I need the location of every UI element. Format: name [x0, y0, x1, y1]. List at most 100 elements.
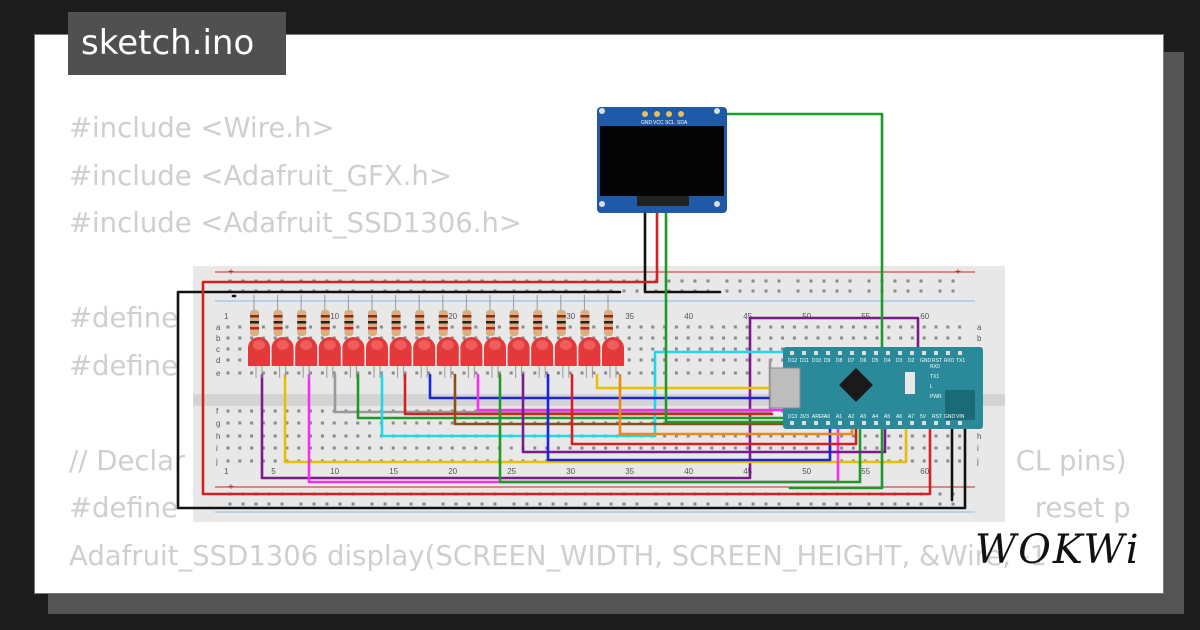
breadboard-hole	[781, 347, 785, 351]
breadboard-hole	[946, 336, 950, 340]
breadboard-hole	[226, 347, 230, 351]
breadboard-hole	[261, 434, 265, 438]
column-number: 10	[330, 312, 339, 321]
led-highlight	[512, 340, 525, 350]
breadboard-hole	[840, 434, 844, 438]
led-with-resistor	[342, 295, 365, 378]
resistor-band	[486, 315, 495, 318]
pin-hole	[838, 351, 842, 355]
breadboard-hole	[757, 336, 761, 340]
breadboard-hole	[415, 371, 419, 375]
row-label: a	[977, 323, 982, 332]
code-line: Adafruit_SSD1306 display(SCREEN_WIDTH, S…	[69, 539, 1048, 572]
breadboard-hole	[285, 409, 289, 413]
column-number: 25	[507, 467, 516, 476]
oled-pin	[678, 111, 684, 117]
breadboard-hole	[427, 325, 431, 329]
pin-hole	[862, 351, 866, 355]
breadboard-hole	[698, 336, 702, 340]
resistor-band	[462, 327, 472, 330]
breadboard-hole	[899, 434, 903, 438]
resistor-band	[344, 327, 354, 330]
code-line: #define	[69, 349, 179, 382]
breadboard-hole	[722, 446, 726, 450]
breadboard-hole	[686, 347, 690, 351]
rail-hole	[338, 502, 342, 506]
breadboard-hole	[250, 459, 254, 463]
pin-label: D12	[788, 358, 797, 364]
pin-hole	[826, 351, 830, 355]
breadboard-hole	[462, 371, 466, 375]
wire	[546, 373, 832, 462]
column-number: 55	[861, 467, 870, 476]
row-label: g	[216, 419, 220, 428]
breadboard-hole	[415, 446, 419, 450]
breadboard-hole	[663, 347, 667, 351]
breadboard-hole	[238, 434, 242, 438]
file-tab[interactable]: sketch.ino	[68, 12, 286, 75]
breadboard-hole	[438, 446, 442, 450]
rail-hole	[725, 289, 729, 293]
led-highlight	[276, 340, 289, 350]
breadboard-hole	[627, 325, 631, 329]
breadboard-hole	[627, 446, 631, 450]
row-label: j	[976, 457, 979, 466]
column-number: 15	[389, 467, 398, 476]
led-with-resistor	[578, 295, 601, 378]
pin-label: D4	[884, 358, 891, 364]
breadboard-hole	[356, 434, 360, 438]
rail-hole	[822, 502, 826, 506]
breadboard-hole	[733, 358, 737, 362]
pin-label: A3	[860, 414, 866, 420]
rail-hole	[906, 502, 910, 506]
rail-hole	[396, 502, 400, 506]
column-number: 5	[271, 467, 276, 476]
resistor-band	[368, 321, 377, 324]
mounting-hole	[599, 108, 605, 114]
resistor-band	[533, 315, 543, 318]
rail-hole	[751, 289, 755, 293]
breadboard-hole	[674, 371, 678, 375]
breadboard-hole	[816, 446, 820, 450]
resistor-band	[533, 327, 543, 330]
breadboard-hole	[226, 434, 230, 438]
breadboard-hole	[674, 434, 678, 438]
pin-label: D13	[788, 414, 797, 420]
led-with-resistor	[436, 295, 459, 378]
breadboard-hole	[285, 434, 289, 438]
breadboard-hole	[934, 336, 938, 340]
resistor-band	[320, 327, 330, 330]
breadboard-hole	[427, 421, 431, 425]
breadboard-hole	[627, 347, 631, 351]
breadboard-hole	[910, 434, 914, 438]
breadboard-hole	[745, 358, 749, 362]
column-number: 1	[224, 312, 229, 321]
breadboard-hole	[238, 336, 242, 340]
breadboard-hole	[521, 325, 525, 329]
rail-hole	[938, 502, 942, 506]
breadboard-hole	[415, 336, 419, 340]
rail-hole	[370, 502, 374, 506]
column-number: 35	[625, 467, 634, 476]
breadboard-hole	[309, 434, 313, 438]
breadboard-hole	[792, 446, 796, 450]
resistor-band	[391, 327, 401, 330]
rail-hole	[241, 502, 245, 506]
breadboard-hole	[238, 421, 242, 425]
breadboard-hole	[486, 446, 490, 450]
resistor-band	[438, 327, 448, 330]
breadboard-hole	[639, 336, 643, 340]
rail-hole	[706, 279, 710, 283]
breadboard-hole	[226, 358, 230, 362]
breadboard-hole	[722, 358, 726, 362]
breadboard-hole	[261, 446, 265, 450]
breadboard-hole	[250, 336, 254, 340]
breadboard-hole	[651, 358, 655, 362]
rail-plus-label: +	[228, 482, 234, 493]
breadboard-hole	[261, 325, 265, 329]
rail-hole	[867, 502, 871, 506]
column-number: 40	[684, 467, 693, 476]
led-highlight	[583, 340, 596, 350]
pin-label: D3	[896, 358, 903, 364]
